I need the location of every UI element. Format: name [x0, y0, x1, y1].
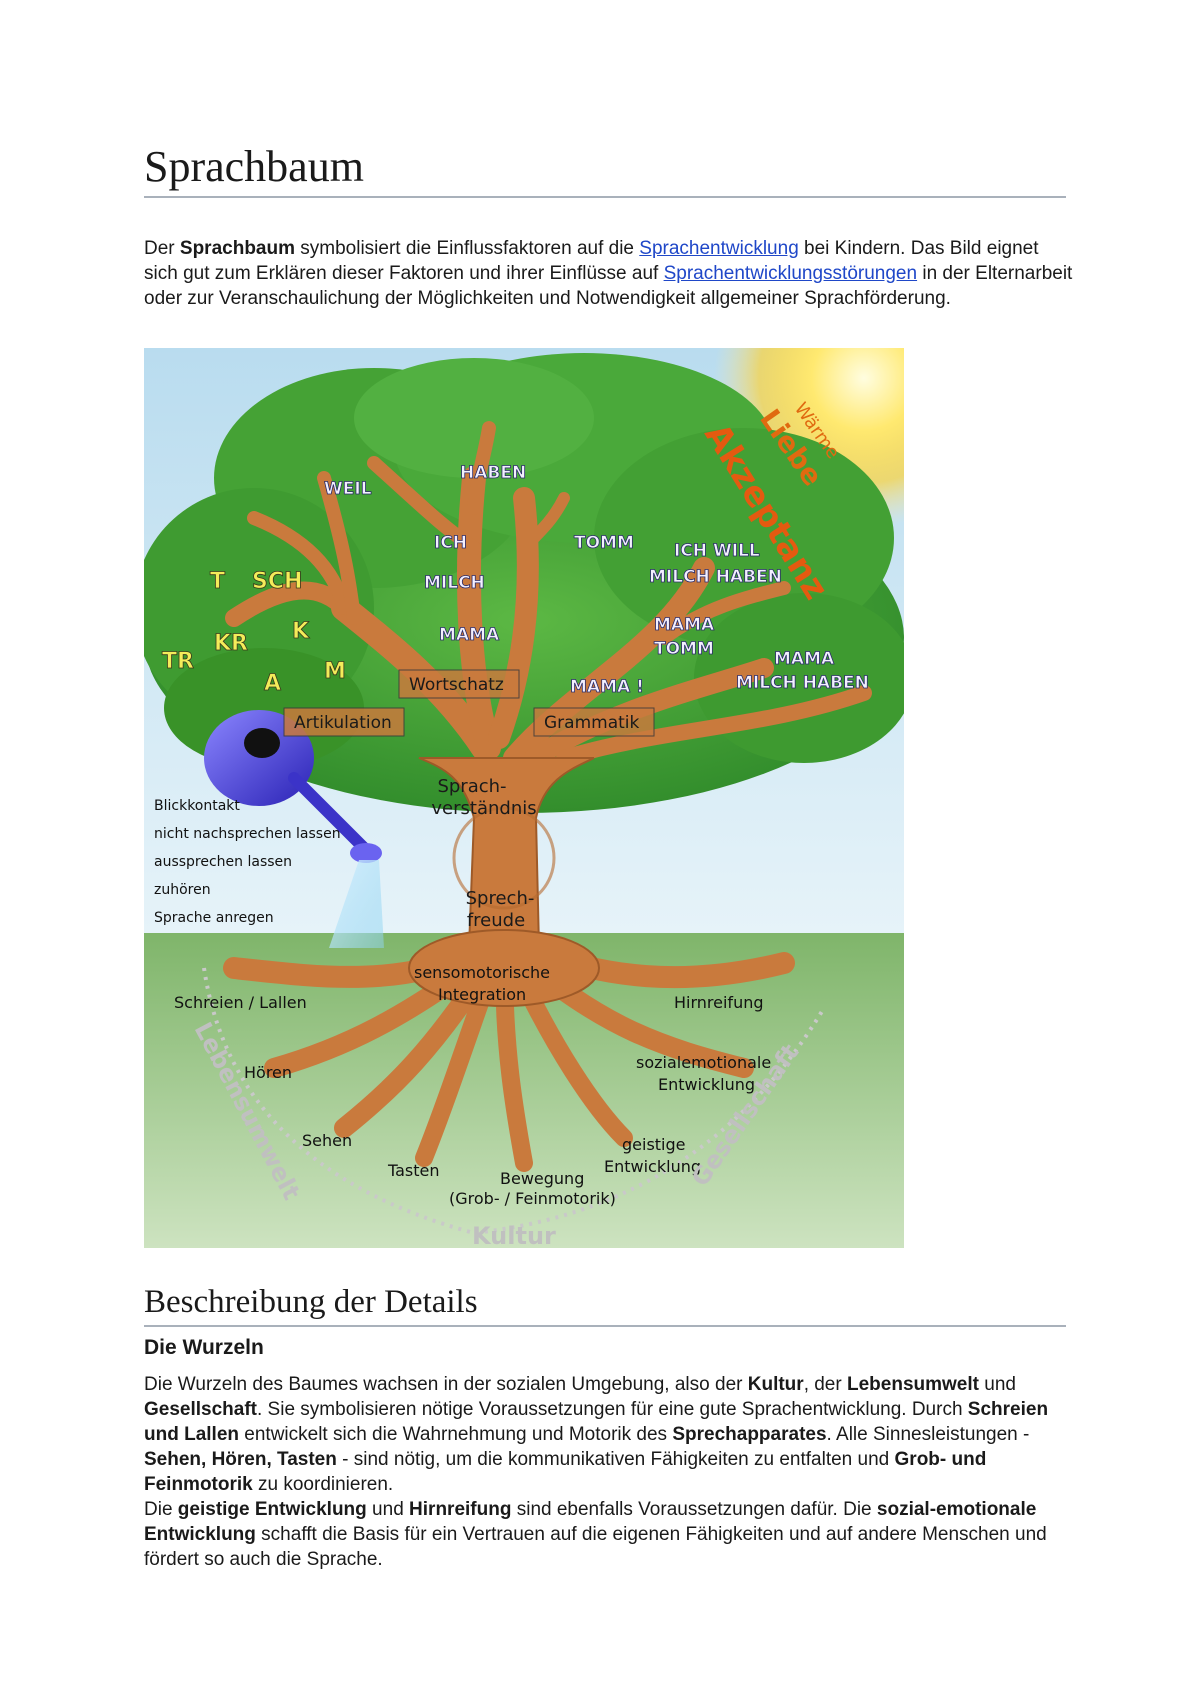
page-title: Sprachbaum [144, 140, 1066, 198]
section-heading: Beschreibung der Details [144, 1282, 1066, 1327]
sound-words: T SCH KR K TR A M [162, 569, 347, 697]
label-sprechfreude-2: freude [467, 910, 525, 931]
word-haben: HABEN [460, 463, 526, 483]
label-tasten: Tasten [387, 1161, 440, 1180]
word-ich: ICH [434, 533, 467, 553]
wurzeln-paragraph: Die Wurzeln des Baumes wachsen in der so… [144, 1374, 1049, 1570]
can-label-3: aussprechen lassen [154, 854, 292, 870]
word-mama-2: MAMA [654, 615, 715, 635]
can-label-5: Sprache anregen [154, 910, 274, 926]
word-a: A [264, 671, 281, 696]
subsection-heading: Die Wurzeln [144, 1336, 264, 1359]
word-t: T [210, 569, 225, 594]
can-label-1: Blickkontakt [154, 798, 240, 814]
label-hoeren: Hören [244, 1063, 292, 1082]
word-mama-exclaim: MAMA ! [570, 677, 644, 697]
can-label-4: zuhören [154, 882, 211, 898]
label-geistig-2: Entwicklung [604, 1157, 701, 1176]
label-grammatik: Grammatik [544, 713, 640, 733]
label-hirnreifung: Hirnreifung [674, 993, 764, 1012]
word-mama-3: MAMA [774, 649, 835, 669]
word-ich-will: ICH WILL [674, 541, 760, 561]
label-artikulation: Artikulation [294, 713, 392, 733]
link-sprachentwicklungsstoerungen[interactable]: Sprachentwicklungsstörungen [663, 263, 918, 284]
trunk-labels: Sprach- verständnis Sprech- freude [431, 776, 536, 931]
arc-kultur: Kultur [472, 1222, 556, 1248]
label-sozial-1: sozialemotionale [636, 1053, 771, 1072]
link-sprachentwicklung[interactable]: Sprachentwicklung [639, 238, 799, 259]
label-sprachverstaendnis-2: verständnis [431, 798, 536, 819]
word-milch-haben-2: MILCH HABEN [736, 673, 869, 693]
word-mama: MAMA [439, 625, 500, 645]
leaf-words: WEIL HABEN ICH MILCH TOMM ICH WILL MILCH… [324, 463, 870, 698]
word-tomm-2: TOMM [654, 639, 714, 659]
label-geistig-1: geistige [622, 1135, 686, 1154]
branch-labels: Wortschatz Artikulation Grammatik [283, 669, 655, 737]
label-schreien: Schreien / Lallen [174, 993, 307, 1012]
word-tomm: TOMM [574, 533, 634, 553]
label-sozial-2: Entwicklung [658, 1075, 755, 1094]
label-sensomotorisch-1: sensomotorische [414, 963, 550, 982]
word-weil: WEIL [324, 479, 372, 499]
label-bewegung-2: (Grob- / Feinmotorik) [449, 1189, 616, 1208]
label-sensomotorisch-2: Integration [438, 985, 526, 1004]
word-tr: TR [162, 649, 194, 674]
root-labels: sensomotorische Integration Schreien / L… [174, 963, 771, 1208]
label-sehen: Sehen [302, 1131, 352, 1150]
word-kr: KR [214, 631, 248, 656]
word-sch: SCH [252, 569, 302, 594]
label-bewegung-1: Bewegung [500, 1169, 584, 1188]
label-sprachverstaendnis-1: Sprach- [437, 776, 506, 797]
sprachbaum-illustration: Wärme Liebe Akzeptanz WEIL HABEN ICH MIL… [144, 348, 904, 1248]
intro-paragraph: Der Sprachbaum symbolisiert die Einfluss… [144, 238, 1073, 309]
can-label-2: nicht nachsprechen lassen [154, 826, 341, 842]
label-wortschatz: Wortschatz [409, 675, 504, 695]
word-milch-haben: MILCH HABEN [649, 567, 782, 587]
word-k: K [292, 619, 310, 644]
can-labels: Blickkontakt nicht nachsprechen lassen a… [154, 798, 341, 926]
word-m: M [324, 659, 346, 684]
label-sprechfreude-1: Sprech- [466, 888, 535, 909]
word-milch: MILCH [424, 573, 485, 593]
